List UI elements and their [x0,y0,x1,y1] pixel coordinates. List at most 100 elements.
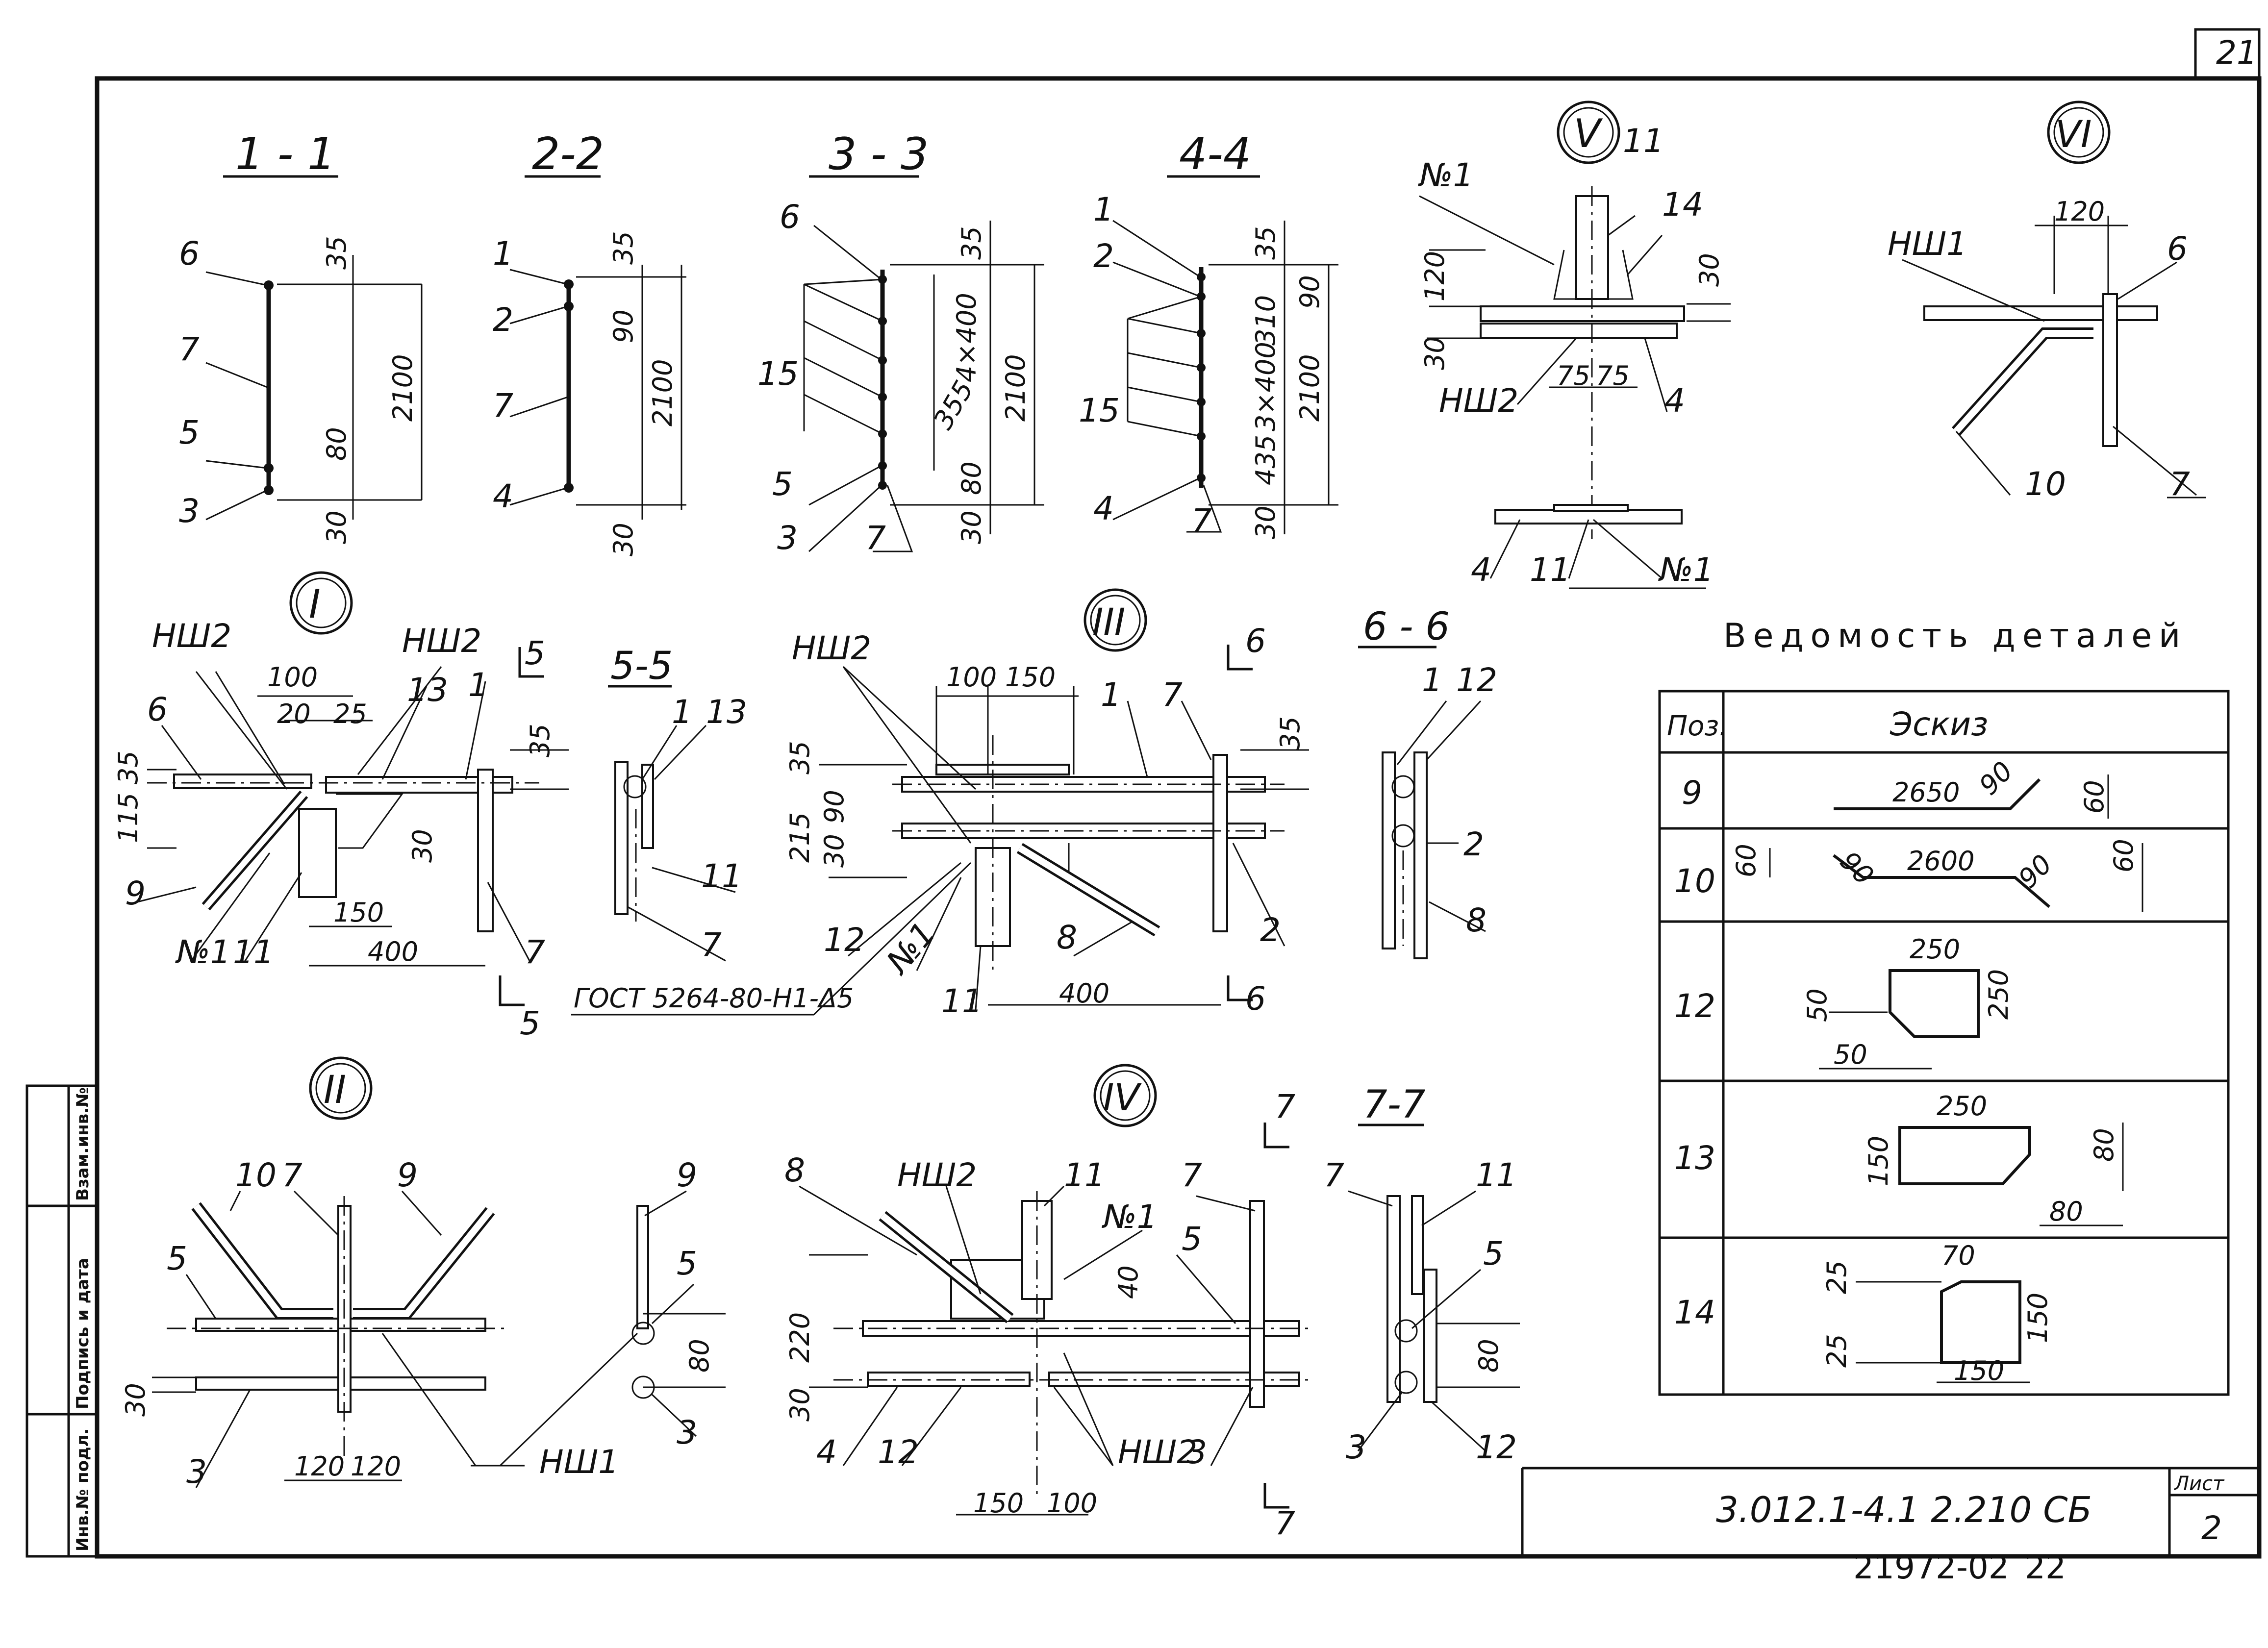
row14-dim-150: 150 [2022,1293,2053,1343]
dim-215: 215 [784,812,815,863]
label-pos-7: 7 [179,330,200,368]
dim-30: 30 [1419,336,1450,370]
label-1: 1 [468,666,489,704]
dim-435: 435 [1250,435,1281,485]
label-pos-6: 6 [179,235,200,273]
dim-120: 120 [1419,251,1450,301]
label-11: 11 [1064,1156,1105,1194]
dim-35: 35 [956,226,987,260]
label-13: 13 [706,693,747,731]
dim-355: 355 [928,375,980,435]
dim-75: 75 [1557,360,1590,391]
sheet-number: 2 [2201,1509,2222,1547]
section-title: 6 - 6 [1363,605,1450,649]
label-pos-3: 3 [777,519,798,557]
node-II: II 10 7 9 5 3 НШ1 9 5 3 30 120 1 [120,1056,726,1491]
row10-dim-2600: 2600 [1907,846,1974,876]
label-9b: 9 [677,1156,697,1194]
label-2: 2 [1463,825,1484,863]
details-table: Ведомость деталей Поз. Эскиз 9 2650 90 6… [1658,617,2230,1396]
stamp-cell-2: Подпись и дата [73,1258,93,1409]
section-6-6: 6 - 6 1 12 2 8 [1358,605,1497,959]
label-pos-15: 15 [1079,392,1120,429]
section-title: 3 - 3 [829,128,929,180]
label-5b: 5 [677,1245,697,1282]
dim-2100: 2100 [1000,354,1031,422]
row9-dim-2650: 2650 [1892,777,1960,808]
label-1: 1 [1101,676,1121,714]
label-8: 8 [784,1151,805,1189]
row14-dim-70: 70 [1941,1240,1975,1271]
label-11: 11 [701,857,742,895]
dim-2100: 2100 [1294,354,1325,422]
label-12: 12 [1456,661,1497,699]
dim-35: 35 [1250,226,1281,260]
label-pos-7: 7 [493,387,513,424]
dim-120: 120 [2054,196,2105,227]
section-title: 7-7 [1363,1083,1425,1127]
label-NSh2: НШ2 [897,1156,977,1194]
section-title: 4-4 [1179,128,1251,180]
dim-150: 150 [333,897,384,928]
row10-dim-90: 90 [1834,846,1880,891]
row13-dim-80: 80 [2089,1128,2119,1162]
label-NSh2: НШ2 [1439,382,1518,420]
dim-30: 30 [819,834,850,868]
row13-dim-80b: 80 [2049,1196,2083,1227]
row-pos-9: 9 [1682,774,1702,812]
dim-35: 35 [321,236,352,270]
section-5-5: 5-5 1 13 11 7 [608,644,747,964]
dim-100: 100 [267,662,318,693]
stamp-cell-1: Инв.№ подл. [73,1428,93,1551]
dim-35b: 35 [1275,716,1306,750]
dim-100: 100 [946,662,997,693]
dim-80: 80 [956,461,987,495]
dim-80: 80 [321,427,352,461]
dim-25: 25 [333,699,367,729]
cut-mark-6-bottom: 6 [1245,980,1266,1018]
dim-30: 30 [120,1383,151,1417]
label-4: 4 [1664,382,1685,420]
label-10: 10 [235,1156,277,1194]
dim-90: 90 [608,309,639,343]
cut-mark-5-top: 5 [525,634,545,672]
dim-30b: 30 [1694,253,1725,287]
sheet-label: Лист [2173,1473,2225,1495]
dim-80: 80 [1473,1339,1504,1373]
dim-80: 80 [684,1339,715,1373]
label-pos-2: 2 [1093,237,1114,275]
sheet-frame [25,28,2262,1559]
label-pos-1: 1 [1093,191,1114,228]
label-9: 9 [397,1156,418,1194]
dim-90: 90 [1294,275,1325,309]
label-pos-5: 5 [179,414,200,451]
section-1-1: 1 - 1 6 7 5 3 35 2100 80 30 [179,128,423,544]
label-N1: №1 [878,915,943,982]
label-NSh2-right: НШ2 [402,622,481,660]
label-7: 7 [282,1156,302,1194]
label-pos-1: 1 [493,235,513,273]
label-pos-7: 7 [1191,502,1212,540]
label-pos-7: 7 [865,519,886,557]
label-N1: №1 [175,933,231,971]
dim-310: 310 [1250,295,1281,346]
label-3: 3 [186,1453,207,1491]
dim-4x400: 4×400 [951,293,982,382]
section-4-4: 4-4 1 2 15 4 7 35 90 310 3×400 435 2100 … [1079,128,1338,540]
label-8: 8 [1057,919,1077,956]
section-title: 1 - 1 [235,128,335,180]
stamp-cell-3: Взам.инв.№ [73,1087,93,1201]
dim-75b: 75 [1596,360,1630,391]
dim-40: 40 [1113,1265,1144,1299]
label-6: 6 [147,691,168,728]
node-mark: II [324,1068,346,1112]
dim-35: 35 [113,750,144,784]
weld-note-text: ГОСТ 5264-80-Н1-Δ5 [574,983,854,1014]
label-12: 12 [878,1433,919,1471]
row13-dim-150: 150 [1863,1136,1894,1186]
archive-page: 22 [2025,1548,2066,1586]
corner-number: 21 [2216,34,2257,72]
node-VI: VI НШ1 6 10 7 120 [1888,100,2206,503]
dim-20: 20 [277,699,311,729]
label-4: 4 [816,1433,837,1471]
